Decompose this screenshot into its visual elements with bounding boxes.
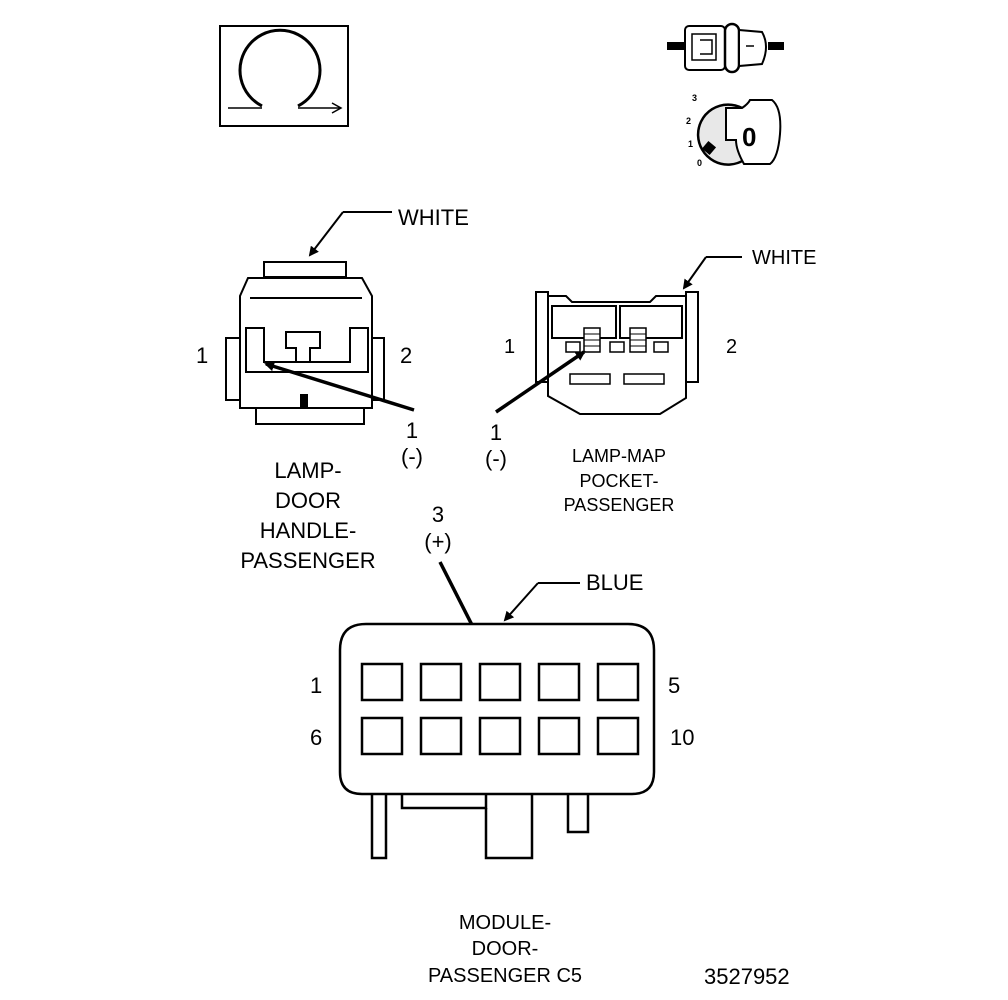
module-pin-5: 5 — [668, 673, 680, 698]
map-pocket-connector: WHITE 1 2 LAMP-MAP POCKET- PASSENGER — [504, 247, 816, 515]
module-cavity — [360, 662, 404, 702]
module-cavity — [419, 716, 463, 756]
map-pocket-color-label: WHITE — [752, 247, 816, 269]
map-callout-polarity: (-) — [485, 446, 507, 471]
ignition-key-icon: 3 2 1 0 0 — [686, 93, 782, 168]
circular-arrow-icon — [219, 25, 349, 127]
module-cavity — [537, 716, 581, 756]
module-pin-6: 6 — [310, 725, 322, 750]
figure-number: 3527952 — [704, 964, 790, 989]
module-callout-polarity: (+) — [424, 529, 452, 554]
map-pocket-pin-1: 1 — [504, 336, 515, 358]
module-cavity — [360, 716, 404, 756]
module-cavity — [596, 662, 640, 702]
key-letter: 0 — [742, 122, 756, 152]
module-cavity — [537, 662, 581, 702]
pin-callouts: 1 (-) 1 (-) 3 (+) — [264, 350, 586, 690]
module-cavity — [478, 716, 522, 756]
bulb-connector-icon — [667, 22, 784, 74]
handle-callout-pin: 1 — [406, 418, 418, 443]
door-handle-title-line-3: HANDLE- — [260, 518, 357, 543]
module-title-line-2: DOOR- — [472, 938, 539, 960]
module-connector: BLUE 1 5 6 10 MODULE- DOOR- PASSENGER C5 — [310, 570, 694, 987]
module-color-label: BLUE — [586, 570, 643, 595]
map-pocket-title-line-1: LAMP-MAP — [572, 446, 666, 466]
module-cavity-row-top — [360, 662, 640, 702]
door-handle-pin-1: 1 — [196, 343, 208, 368]
module-title-line-1: MODULE- — [459, 912, 551, 934]
module-cavity — [419, 662, 463, 702]
key-position-3: 3 — [692, 93, 697, 103]
door-handle-color-label: WHITE — [398, 205, 469, 230]
module-pin-1: 1 — [310, 673, 322, 698]
module-callout-pin: 3 — [432, 502, 444, 527]
handle-callout-polarity: (-) — [401, 444, 423, 469]
module-cavity — [596, 716, 640, 756]
map-callout-pin: 1 — [490, 420, 502, 445]
door-handle-title-line-4: PASSENGER — [240, 548, 375, 573]
key-position-1: 1 — [688, 139, 693, 149]
key-position-2: 2 — [686, 116, 691, 126]
module-title-line-3: PASSENGER C5 — [428, 965, 582, 987]
map-pocket-pin-2: 2 — [726, 336, 737, 358]
module-cavity — [478, 662, 522, 702]
key-position-0: 0 — [697, 158, 702, 168]
door-handle-title-line-1: LAMP- — [274, 458, 341, 483]
map-pocket-title-line-2: POCKET- — [579, 471, 658, 491]
module-pin-10: 10 — [670, 725, 694, 750]
map-pocket-title-line-3: PASSENGER — [564, 495, 675, 515]
door-handle-connector: WHITE 1 2 LAMP- DOOR HANDLE- PASSENGER — [196, 205, 469, 573]
module-cavity-row-bottom — [360, 716, 640, 756]
door-handle-pin-2: 2 — [400, 343, 412, 368]
door-handle-title-line-2: DOOR — [275, 488, 341, 513]
